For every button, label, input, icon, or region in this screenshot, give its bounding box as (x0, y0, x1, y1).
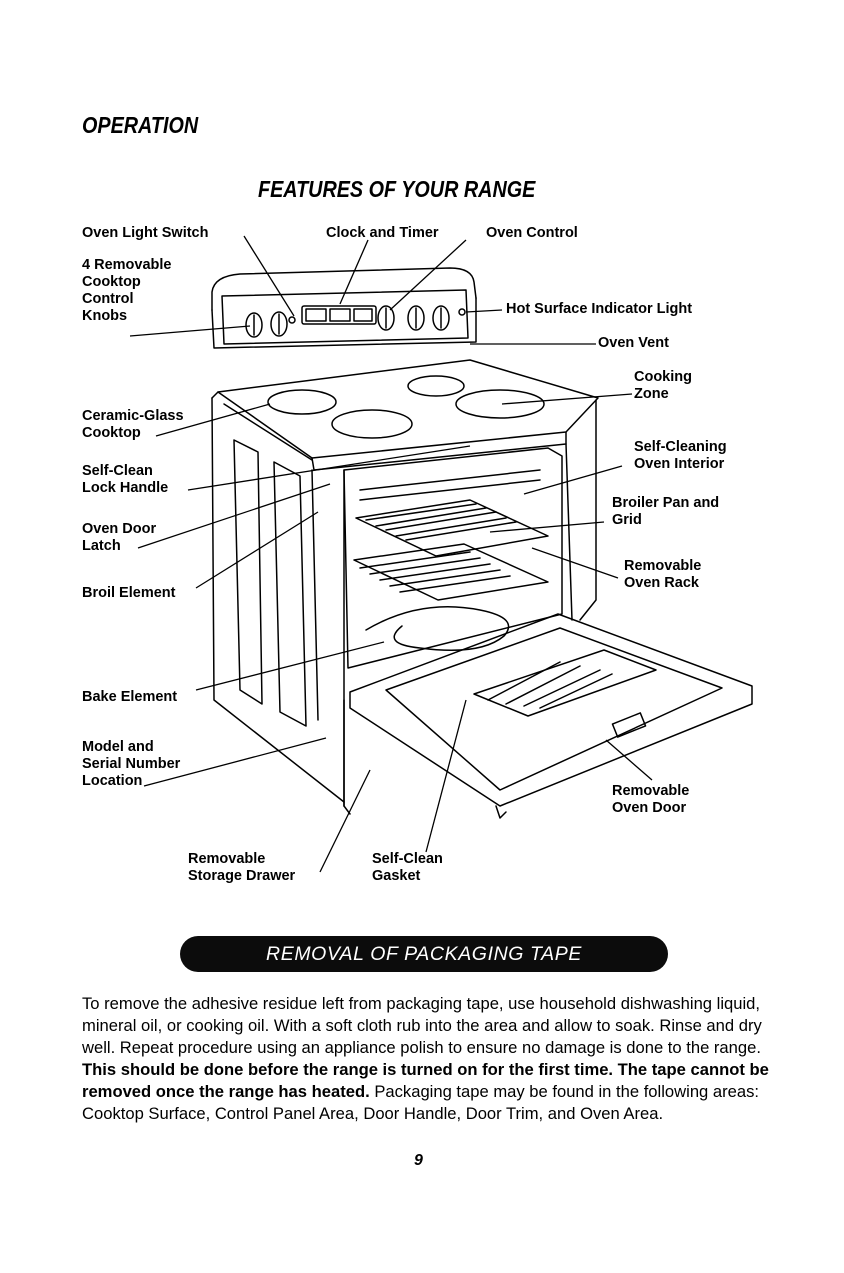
page-title: FEATURES OF YOUR RANGE (258, 176, 536, 202)
oven-control-knob[interactable] (377, 305, 395, 331)
label-broil-element: Broil Element (82, 585, 176, 601)
label-oven-light-switch: Oven Light Switch (82, 225, 209, 241)
ceramic-glass-cooktop (211, 359, 599, 471)
label-cooktop-knobs: 4 Removable Cooktop Control Knobs (82, 257, 172, 324)
oven-rack (353, 543, 549, 601)
banner-title: REMOVAL OF PACKAGING TAPE (266, 943, 582, 965)
body-paragraph: To remove the adhesive residue left from… (82, 993, 772, 1125)
label-ceramic-glass-cooktop: Ceramic-Glass Cooktop (82, 408, 184, 441)
body-text-part2: Packaging tape may be found in the follo… (82, 1082, 759, 1123)
oven-light-switch[interactable] (288, 316, 296, 324)
page-number: 9 (414, 1152, 423, 1169)
label-removable-storage-drawer: Removable Storage Drawer (188, 851, 296, 884)
control-knob-2[interactable] (270, 311, 288, 337)
control-knob-4[interactable] (432, 305, 450, 331)
label-oven-door-latch: Oven Door Latch (82, 521, 157, 554)
control-knob-1[interactable] (245, 312, 263, 338)
label-broiler-pan-grid: Broiler Pan and Grid (612, 495, 720, 528)
storage-drawer (343, 699, 351, 815)
oven-cavity (343, 447, 563, 807)
oven-door[interactable] (349, 613, 753, 819)
label-oven-control: Oven Control (486, 225, 578, 241)
label-self-clean-gasket: Self-Clean Gasket (372, 851, 443, 884)
range-diagram (129, 235, 753, 873)
body-text-part1: To remove the adhesive residue left from… (82, 994, 762, 1057)
label-clock-and-timer: Clock and Timer (326, 225, 439, 241)
range-body (211, 397, 597, 803)
bake-element (365, 606, 510, 652)
control-knob-3[interactable] (407, 305, 425, 331)
section-title: OPERATION (82, 112, 199, 138)
leader-lines (129, 235, 653, 873)
label-cooking-zone: Cooking Zone (634, 369, 692, 402)
label-oven-vent: Oven Vent (598, 335, 669, 351)
label-self-clean-lock-handle: Self-Clean Lock Handle (82, 463, 169, 496)
label-hot-surface-light: Hot Surface Indicator Light (506, 301, 693, 317)
label-self-cleaning-interior: Self-Cleaning Oven Interior (634, 439, 727, 472)
section-banner: REMOVAL OF PACKAGING TAPE (180, 936, 668, 972)
hot-surface-light (458, 308, 466, 316)
label-removable-oven-rack: Removable Oven Rack (624, 558, 702, 591)
body-text-bold: This should be done before the range is … (82, 1060, 769, 1101)
label-bake-element: Bake Element (82, 689, 178, 705)
label-removable-oven-door: Removable Oven Door (612, 783, 690, 816)
label-model-serial-location: Model and Serial Number Location (82, 739, 181, 789)
broiler-pan (355, 499, 549, 557)
